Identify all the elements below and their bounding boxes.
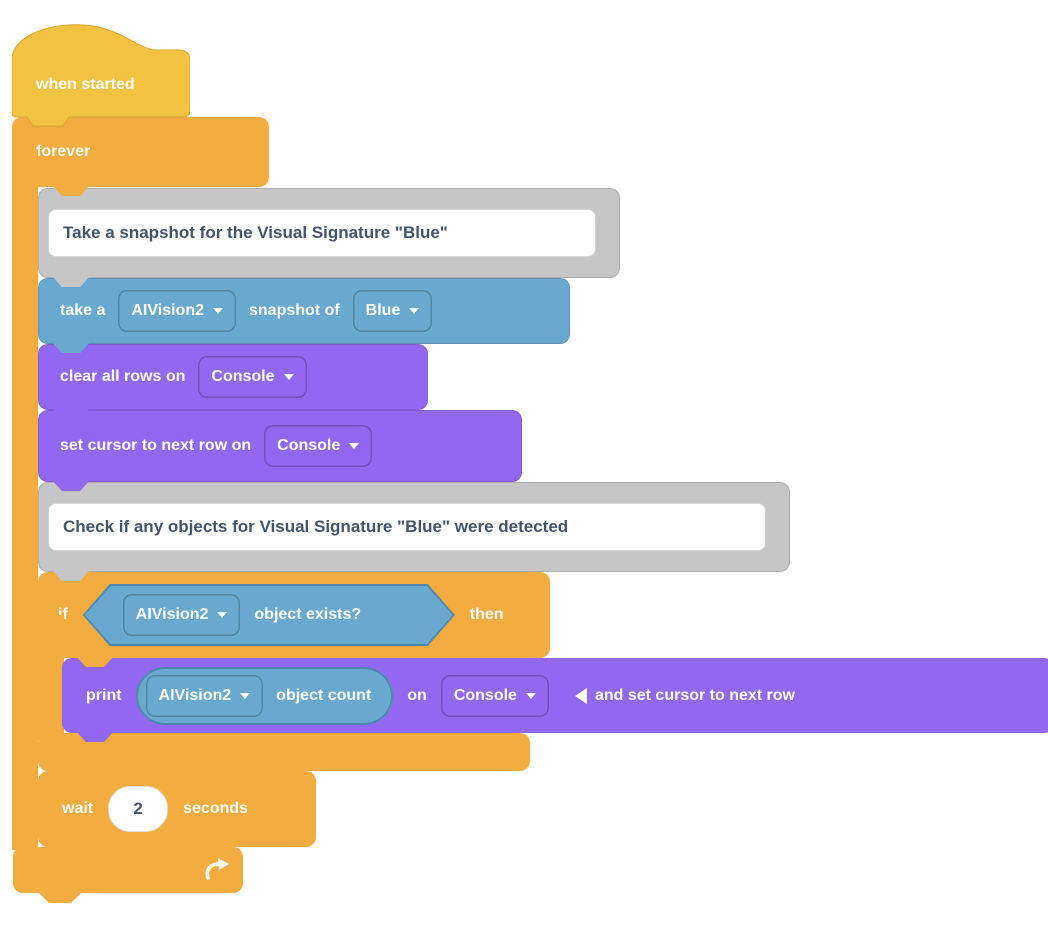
forever-spine <box>12 150 38 850</box>
wait-unit-label: seconds <box>183 800 249 817</box>
block-set-cursor[interactable]: set cursor to next row on Console <box>38 410 522 482</box>
comment-check-objects[interactable]: Check if any objects for Visual Signatur… <box>38 482 790 572</box>
connector-bump <box>52 480 90 491</box>
then-label: then <box>469 606 504 623</box>
block-if-footer[interactable] <box>38 733 530 771</box>
block-take-snapshot[interactable]: take a AIVision2 snapshot of Blue <box>38 278 570 344</box>
print-option-label: and set cursor to next row <box>594 686 795 704</box>
reporter-object-count[interactable]: AIVision2 object count <box>135 666 394 725</box>
comment-take-snapshot[interactable]: Take a snapshot for the Visual Signature… <box>38 188 620 278</box>
clear-rows-label: clear all rows on <box>60 368 186 385</box>
console-dropdown-value: Console <box>211 368 275 385</box>
block-when-started[interactable] <box>12 22 190 130</box>
comment-bump <box>52 276 90 287</box>
wait-label: wait <box>62 800 94 817</box>
console-dropdown-value: Console <box>277 437 341 454</box>
signature-dropdown[interactable]: Blue <box>353 290 433 332</box>
comment-take-snapshot-text: Take a snapshot for the Visual Signature… <box>63 223 448 242</box>
console-dropdown[interactable]: Console <box>198 356 306 398</box>
connector-bump <box>52 845 90 856</box>
boolean-object-exists[interactable]: AIVision2 object exists? <box>83 584 455 646</box>
camera-dropdown-value: AIVision2 <box>131 302 204 319</box>
if-spine <box>38 615 64 740</box>
hat-shape <box>12 24 190 127</box>
comment-text-box[interactable]: Take a snapshot for the Visual Signature… <box>48 209 596 257</box>
if-inner-bump <box>76 656 114 667</box>
camera-dropdown[interactable]: AIVision2 <box>146 675 264 717</box>
block-forever-footer[interactable] <box>13 847 243 893</box>
dropdown-arrow-icon <box>213 308 223 314</box>
when-started-label: when started <box>36 76 135 93</box>
camera-dropdown-value: AIVision2 <box>135 606 209 623</box>
object-exists-label: object exists? <box>254 606 362 623</box>
connector-bump <box>52 342 90 353</box>
connector-bump <box>52 408 90 419</box>
comment-bump <box>52 570 90 581</box>
forever-label: forever <box>36 143 91 160</box>
loop-arrow-icon <box>205 858 229 880</box>
collapse-arrow-icon[interactable] <box>574 687 587 704</box>
block-print[interactable]: print AIVision2 object count on Console … <box>62 658 1048 733</box>
console-dropdown[interactable]: Console <box>264 425 372 467</box>
take-snapshot-prefix: take a <box>60 302 106 319</box>
camera-dropdown-value: AIVision2 <box>158 686 232 704</box>
block-clear-rows[interactable]: clear all rows on Console <box>38 344 428 410</box>
camera-dropdown[interactable]: AIVision2 <box>123 594 241 636</box>
forever-footer-bump <box>37 891 83 903</box>
block-wait[interactable]: wait 2 seconds <box>38 771 316 847</box>
wait-duration-value: 2 <box>133 799 143 818</box>
dropdown-arrow-icon <box>409 308 420 314</box>
on-label: on <box>407 686 427 704</box>
camera-dropdown[interactable]: AIVision2 <box>118 290 236 332</box>
connector-bump <box>76 731 114 742</box>
dropdown-arrow-icon <box>283 374 294 380</box>
block-if-header[interactable]: if AIVision2 object exists? then <box>38 572 550 658</box>
print-label: print <box>86 686 122 704</box>
comment-check-objects-text: Check if any objects for Visual Signatur… <box>63 517 569 536</box>
if-label: if <box>58 606 68 624</box>
set-cursor-label: set cursor to next row on <box>60 437 252 454</box>
wait-duration-input[interactable]: 2 <box>108 786 169 832</box>
console-dropdown-value: Console <box>453 686 517 704</box>
take-snapshot-middle: snapshot of <box>249 302 340 319</box>
if-footer-bump <box>52 769 90 780</box>
boolean-inner: AIVision2 object exists? <box>85 586 453 644</box>
console-dropdown[interactable]: Console <box>441 675 549 717</box>
object-count-label: object count <box>276 686 372 704</box>
dropdown-arrow-icon <box>525 692 536 699</box>
forever-inner-bump <box>52 185 90 196</box>
signature-dropdown-value: Blue <box>365 302 401 319</box>
dropdown-arrow-icon <box>349 443 360 449</box>
comment-text-box[interactable]: Check if any objects for Visual Signatur… <box>48 503 766 551</box>
dropdown-arrow-icon <box>240 692 251 699</box>
block-forever-header[interactable]: forever <box>12 117 269 187</box>
dropdown-arrow-icon <box>217 612 227 618</box>
